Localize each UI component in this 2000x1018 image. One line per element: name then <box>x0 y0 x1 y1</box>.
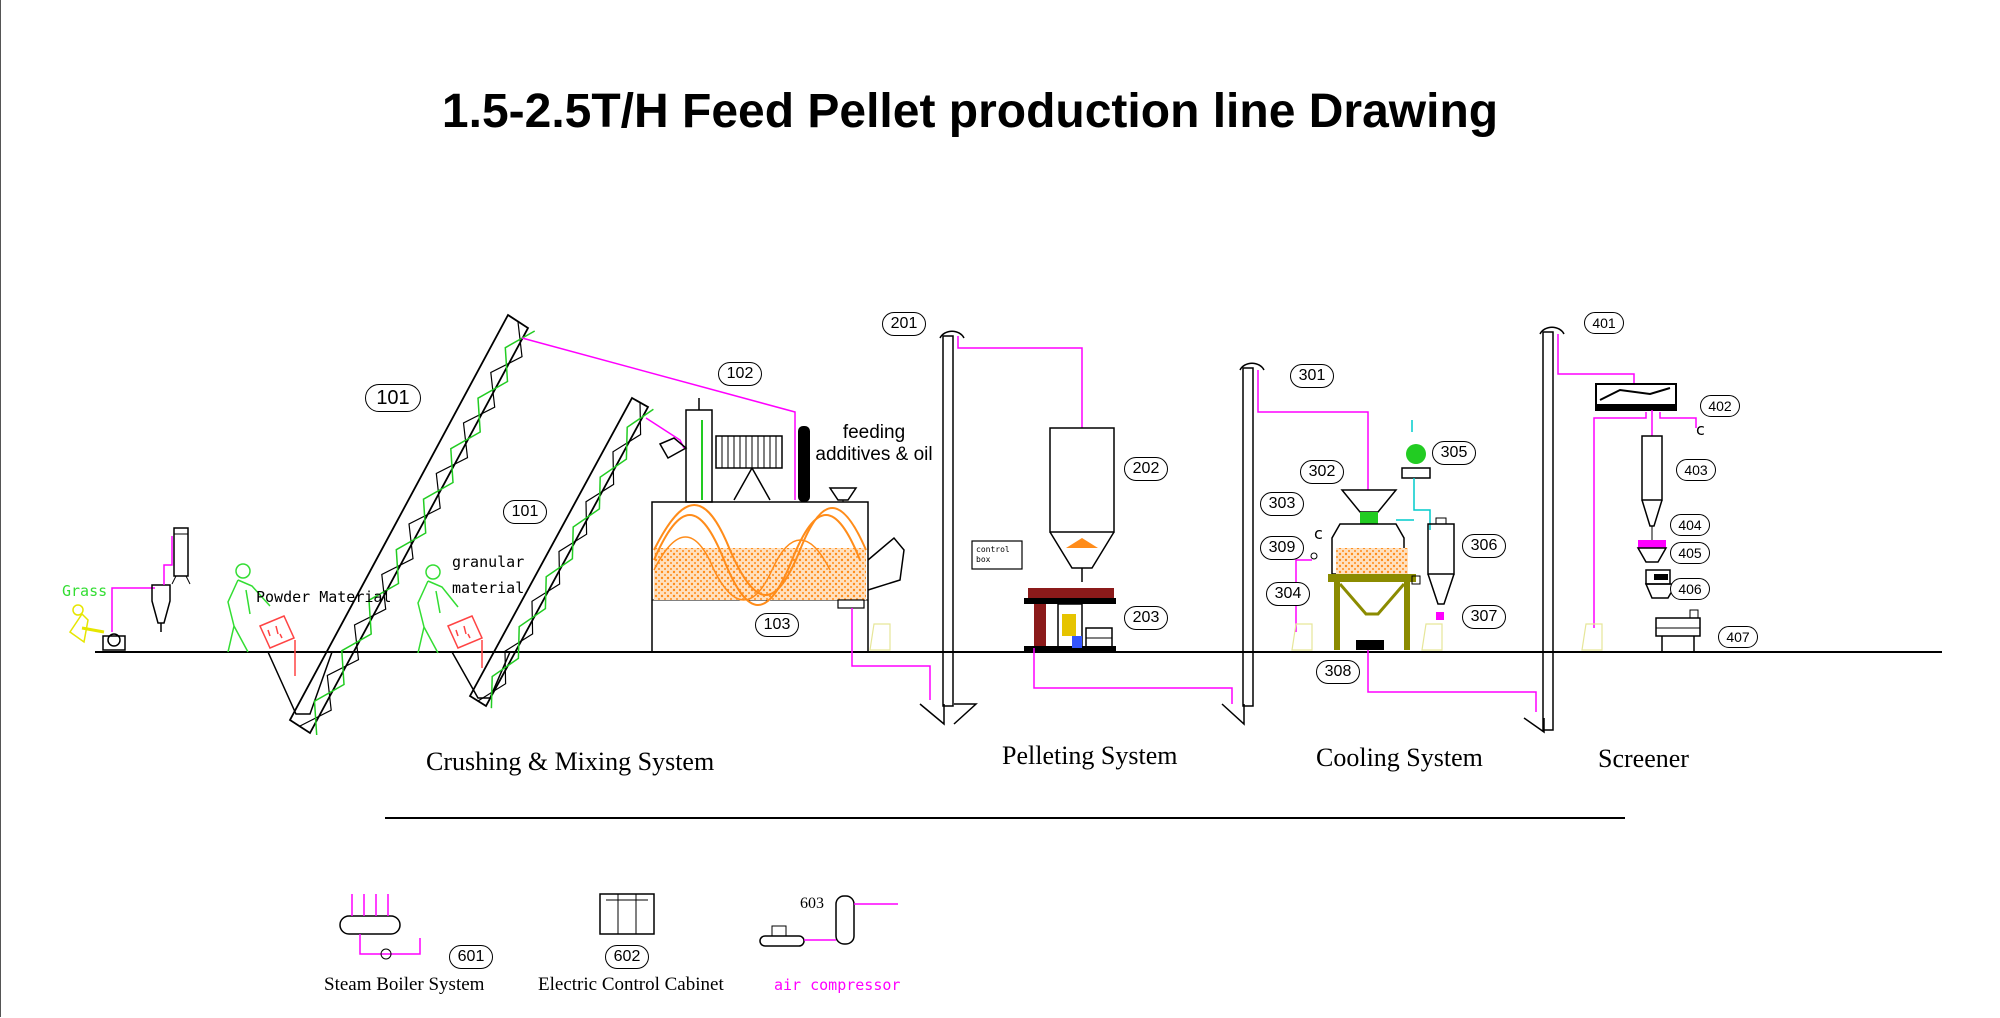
bag-filter-icon <box>173 527 189 577</box>
tag-305: 305 <box>1432 441 1476 465</box>
screw-conveyor-101-secondary <box>468 396 654 709</box>
screw-conveyor-101-main <box>288 313 536 736</box>
mixer-102 <box>658 398 858 503</box>
feeding-additives-label: feeding additives & oil <box>814 422 934 466</box>
pellet-mill-203 <box>1024 588 1116 652</box>
tag-406: 406 <box>1670 578 1710 600</box>
screener-label: Screener <box>1598 744 1689 773</box>
packer-406 <box>1644 569 1678 599</box>
cooling-system-label: Cooling System <box>1316 743 1483 772</box>
powder-bag <box>258 615 296 676</box>
hopper-2 <box>451 651 511 699</box>
air-compressor-icon <box>759 895 898 947</box>
bin-403 <box>1641 435 1663 527</box>
grass-label: Grass <box>62 582 108 600</box>
tag-101-main: 101 <box>365 384 421 412</box>
tag-404: 404 <box>1670 514 1710 536</box>
granular-label-1: granular <box>452 553 525 571</box>
page-title: 1.5-2.5T/H Feed Pellet production line D… <box>441 85 1499 138</box>
fan-305 <box>1396 420 1431 530</box>
granular-label-2: material <box>452 579 525 597</box>
tag-402: 402 <box>1700 395 1740 417</box>
tag-c-screener: c <box>1696 420 1705 439</box>
pellet-bin-202 <box>1049 427 1115 582</box>
tag-306: 306 <box>1462 534 1506 558</box>
tag-308: 308 <box>1316 660 1360 684</box>
tag-309: 309 <box>1260 536 1304 560</box>
small-cyclone-icon <box>151 584 171 624</box>
tag-c-cooling: c <box>1314 524 1323 543</box>
crushing-mixing-system-label: Crushing & Mixing System <box>426 747 715 776</box>
powder-material-label: Powder Material <box>256 588 392 606</box>
tag-403: 403 <box>1676 459 1716 481</box>
tag-307: 307 <box>1462 605 1506 629</box>
control-box <box>971 540 1023 570</box>
pelleting-system-label: Pelleting System <box>1002 741 1178 770</box>
tag-202: 202 <box>1124 457 1168 481</box>
tag-102: 102 <box>718 362 762 386</box>
oil-tank-icon <box>798 426 810 502</box>
tag-103: 103 <box>755 613 799 637</box>
tag-603: 603 <box>800 895 824 912</box>
bucket-elevator-301 <box>1221 362 1369 726</box>
cooler-302 <box>1328 489 1421 650</box>
feeding-line-2: additives & oil <box>815 443 933 465</box>
steam-boiler-icon <box>339 894 421 960</box>
control-box-label-2: box <box>976 555 991 564</box>
screener-402 <box>1595 383 1677 411</box>
tag-601: 601 <box>449 945 493 969</box>
tag-407: 407 <box>1718 626 1758 648</box>
steam-boiler-label: Steam Boiler System <box>324 974 485 995</box>
air-compressor-label: air compressor <box>774 976 901 994</box>
feeding-line-1: feeding <box>842 422 906 443</box>
tag-405: 405 <box>1670 542 1710 564</box>
control-box-label-1: control <box>976 545 1010 554</box>
grass-worker-icon <box>68 612 89 644</box>
tag-303: 303 <box>1260 492 1304 516</box>
tag-203: 203 <box>1124 606 1168 630</box>
tag-304: 304 <box>1266 582 1310 606</box>
scale-405 <box>1636 540 1668 563</box>
grass-crusher <box>68 527 191 651</box>
mixer-material-fill <box>654 548 866 600</box>
tag-401: 401 <box>1584 312 1624 334</box>
hopper-1 <box>267 651 333 715</box>
worker-granular <box>417 564 459 654</box>
sewing-407 <box>1655 609 1701 652</box>
control-cabinet-icon <box>599 893 655 935</box>
control-cabinet-label: Electric Control Cabinet <box>538 974 724 995</box>
cyclone-306 <box>1421 517 1455 651</box>
bucket-elevator-201 <box>919 330 1083 726</box>
tag-302: 302 <box>1300 460 1344 484</box>
mixer-103 <box>651 501 905 653</box>
bucket-elevator-401 <box>1523 326 1635 734</box>
tag-301: 301 <box>1290 364 1334 388</box>
granular-bag <box>446 615 484 668</box>
tag-201: 201 <box>882 312 926 336</box>
tag-602: 602 <box>605 945 649 969</box>
worker-powder <box>227 563 271 653</box>
transfer-pipe-1 <box>521 337 796 500</box>
tag-101-secondary: 101 <box>503 500 547 524</box>
